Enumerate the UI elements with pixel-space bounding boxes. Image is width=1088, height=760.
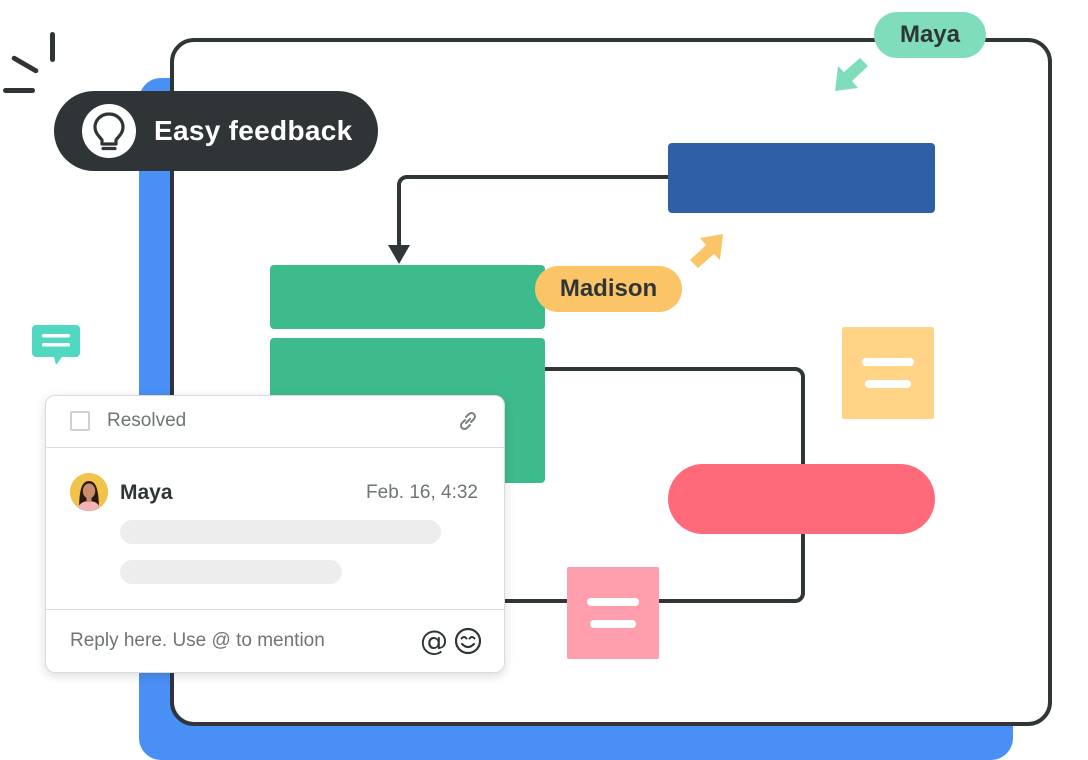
mention-button[interactable]: @ [420,624,448,657]
cursor-arrow-icon [835,58,868,91]
smiley-icon[interactable] [454,627,482,655]
chat-bubble-icon[interactable] [32,325,80,369]
spark-mark [3,88,35,93]
comment-body: Maya Feb. 16, 4:32 [46,448,504,609]
comment-timestamp: Feb. 16, 4:32 [366,482,478,503]
resolved-checkbox[interactable] [70,411,90,431]
comment-card-header: Resolved [46,396,504,448]
comment-text-placeholder [120,520,441,544]
spark-mark [50,32,55,62]
feature-badge-label: Easy feedback [154,115,353,146]
diagram-shape-red-pill[interactable] [668,464,935,534]
collaborator-tag-madison: Madison [535,266,682,312]
sticky-note-pink[interactable] [567,567,659,659]
diagram-shape-blue[interactable] [668,143,935,213]
note-text-line [865,380,911,388]
reply-bar: @ [46,609,504,672]
note-text-line [587,598,639,606]
note-text-line [862,358,914,366]
reply-input[interactable] [70,624,400,658]
sticky-note-yellow[interactable] [842,327,934,419]
comment-text-placeholder [120,560,342,584]
avatar [70,473,108,511]
feature-badge: Easy feedback [54,91,378,171]
resolved-label: Resolved [107,410,187,431]
diagram-shape-green-top[interactable] [270,265,545,329]
comment-thread-card: Resolved Maya Feb. 16, 4:32 @ [45,395,505,673]
note-text-line [590,620,636,628]
lightbulb-icon [82,104,136,158]
comment-author: Maya [120,481,173,504]
connector-arrowhead [388,245,410,264]
cursor-arrow-icon [690,234,723,268]
collaborator-tag-maya: Maya [874,12,986,58]
connector-blue-to-green [397,175,668,248]
link-icon[interactable] [456,409,480,433]
